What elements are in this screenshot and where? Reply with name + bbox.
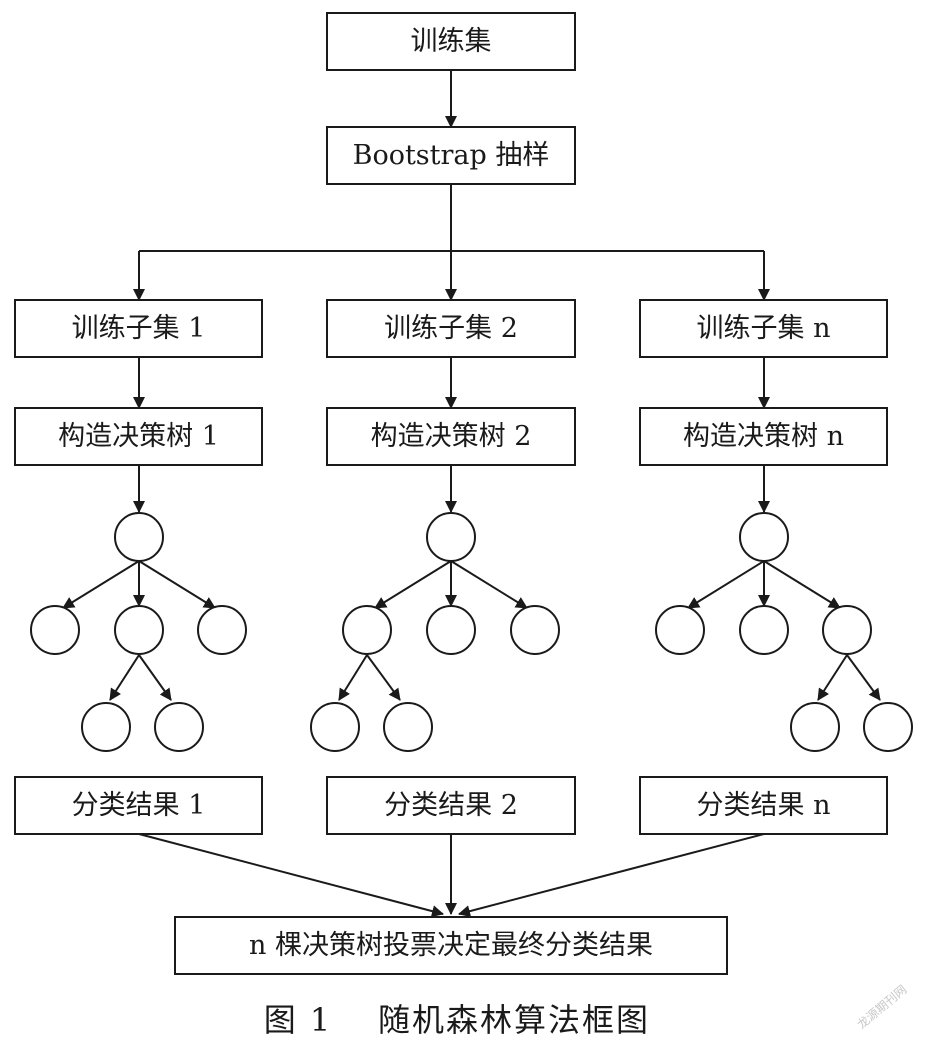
decision-tree-1: [30, 512, 247, 752]
build-tree-node-n: 构造决策树 n: [639, 407, 888, 466]
subset-label-1: 训练子集 1: [72, 313, 206, 344]
result-label-n: 分类结果 n: [697, 790, 831, 821]
arrow-result-1-to-vote: [138, 833, 444, 918]
tree-n-node: [822, 605, 872, 655]
bootstrap-label: Bootstrap 抽样: [353, 140, 550, 171]
subset-node-2: 训练子集 2: [326, 299, 576, 358]
tree-2-root-node: [426, 512, 476, 562]
training-set-node: 训练集: [326, 12, 576, 71]
tree-n-node: [739, 605, 789, 655]
tree-2-leaf-node: [383, 702, 433, 752]
tree-1-node: [197, 605, 247, 655]
tree-2-leaf-node: [310, 702, 360, 752]
result-label-1: 分类结果 1: [72, 790, 206, 821]
training-set-label: 训练集: [411, 26, 492, 57]
tree-n-node: [655, 605, 705, 655]
figure-title: 随机森林算法框图: [378, 1001, 650, 1039]
arrow-result-n-to-vote: [458, 833, 765, 918]
bootstrap-node: Bootstrap 抽样: [326, 126, 576, 185]
tree-1-leaf-node: [81, 702, 131, 752]
result-node-2: 分类结果 2: [326, 776, 576, 835]
result-label-2: 分类结果 2: [384, 790, 518, 821]
subset-node-n: 训练子集 n: [639, 299, 888, 358]
tree-2-node: [342, 605, 392, 655]
tree-1-node: [114, 605, 164, 655]
watermark: 龙源期刊网: [855, 982, 910, 1031]
tree-1-leaf-node: [154, 702, 204, 752]
build-tree-label-2: 构造决策树 2: [371, 421, 532, 452]
result-node-n: 分类结果 n: [639, 776, 888, 835]
subset-label-n: 训练子集 n: [697, 313, 831, 344]
subset-node-1: 训练子集 1: [14, 299, 263, 358]
decision-tree-2: [310, 512, 560, 752]
subset-label-2: 训练子集 2: [384, 313, 518, 344]
tree-2-node: [426, 605, 476, 655]
tree-n-leaf-node: [790, 702, 840, 752]
tree-1-root-node: [114, 512, 164, 562]
vote-node: n 棵决策树投票决定最终分类结果: [174, 916, 728, 975]
vote-label: n 棵决策树投票决定最终分类结果: [249, 930, 653, 961]
build-tree-label-1: 构造决策树 1: [58, 421, 219, 452]
build-tree-label-n: 构造决策树 n: [683, 421, 844, 452]
decision-tree-n: [655, 512, 913, 752]
tree-n-leaf-node: [863, 702, 913, 752]
figure-number: 图 1: [264, 1001, 333, 1039]
tree-1-node: [30, 605, 80, 655]
result-node-1: 分类结果 1: [14, 776, 263, 835]
build-tree-node-2: 构造决策树 2: [326, 407, 576, 466]
tree-2-node: [510, 605, 560, 655]
build-tree-node-1: 构造决策树 1: [14, 407, 263, 466]
tree-n-root-node: [739, 512, 789, 562]
